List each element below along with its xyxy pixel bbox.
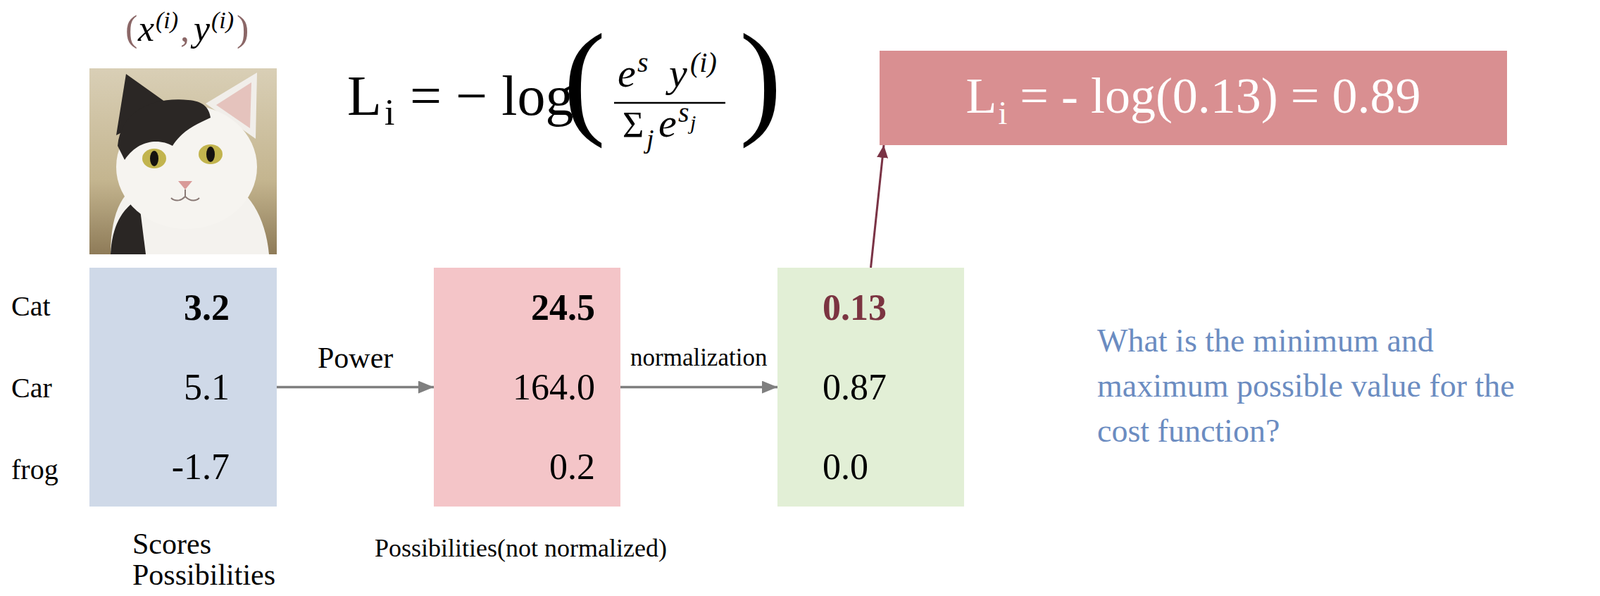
value-cell: 164.0 <box>512 369 596 406</box>
value-cell: 24.5 <box>530 289 596 327</box>
column-caption: Scores <box>132 528 212 559</box>
exp-box: 24.5 164.0 0.2 <box>433 267 621 507</box>
result-text: L <box>966 70 998 122</box>
math-symbol: y <box>193 10 210 48</box>
arrow-label: Power <box>316 342 395 373</box>
formula-paren: ) <box>739 15 782 143</box>
superscript: (i) <box>155 8 179 33</box>
cat-pupil <box>206 146 215 162</box>
arrow-label: normalization <box>628 345 769 370</box>
question-note: What is the minimum and maximum possible… <box>1097 318 1548 454</box>
row-label: frog <box>11 455 59 484</box>
formula-superscript: s <box>678 98 690 127</box>
subscript: i <box>998 97 1008 130</box>
formula-superscript: s <box>637 48 649 77</box>
cat-eye <box>198 144 223 165</box>
cat-mouth <box>171 189 200 201</box>
formula-symbol: y <box>669 52 688 94</box>
value-cell: 5.1 <box>183 369 230 406</box>
value-cell: 0.13 <box>822 289 887 327</box>
paren: ) <box>236 10 249 48</box>
cat-pupil <box>150 150 159 167</box>
math-symbol: x <box>138 10 155 48</box>
cat-eye <box>142 148 167 169</box>
photo-background <box>89 68 277 255</box>
scores-box: 3.2 5.1 -1.7 <box>89 267 277 507</box>
flow-arrow <box>620 385 778 389</box>
comma: , <box>180 10 190 48</box>
result-box: Li = - log(0.13) = 0.89 <box>879 50 1508 146</box>
formula-symbol: L <box>347 67 382 124</box>
value-cell: 0.2 <box>549 448 596 486</box>
formula-operator: = − log <box>409 67 574 124</box>
cat-photo <box>89 68 277 255</box>
flow-arrow <box>276 385 434 389</box>
cat-head-patch <box>117 99 211 160</box>
value-cell: 0.0 <box>822 448 869 486</box>
prob-box: 0.13 0.87 0.0 <box>777 267 965 507</box>
formula-superscript: (i) <box>690 48 717 77</box>
cat-nose <box>178 180 193 190</box>
row-label: Car <box>11 373 53 403</box>
formula-subscript: i <box>384 94 395 131</box>
formula-paren: ( <box>563 15 606 143</box>
formula-sum: Σ <box>622 107 644 144</box>
value-cell: 0.87 <box>822 369 887 406</box>
formula-symbol: e <box>658 102 677 144</box>
value-cell: -1.7 <box>171 448 230 486</box>
row-label: Cat <box>11 292 51 321</box>
superscript: (i) <box>211 8 234 33</box>
formula-subscript: j <box>690 111 696 134</box>
result-text: = - log(0.13) = 0.89 <box>1019 70 1421 122</box>
flow-arrow <box>871 145 885 268</box>
formula-subscript: j <box>646 125 655 153</box>
formula-symbol: e <box>617 52 636 94</box>
value-cell: 3.2 <box>183 289 230 327</box>
column-caption: Possibilities(not normalized) <box>374 535 667 561</box>
paren: ( <box>125 10 138 48</box>
column-caption: Possibilities <box>132 559 276 590</box>
